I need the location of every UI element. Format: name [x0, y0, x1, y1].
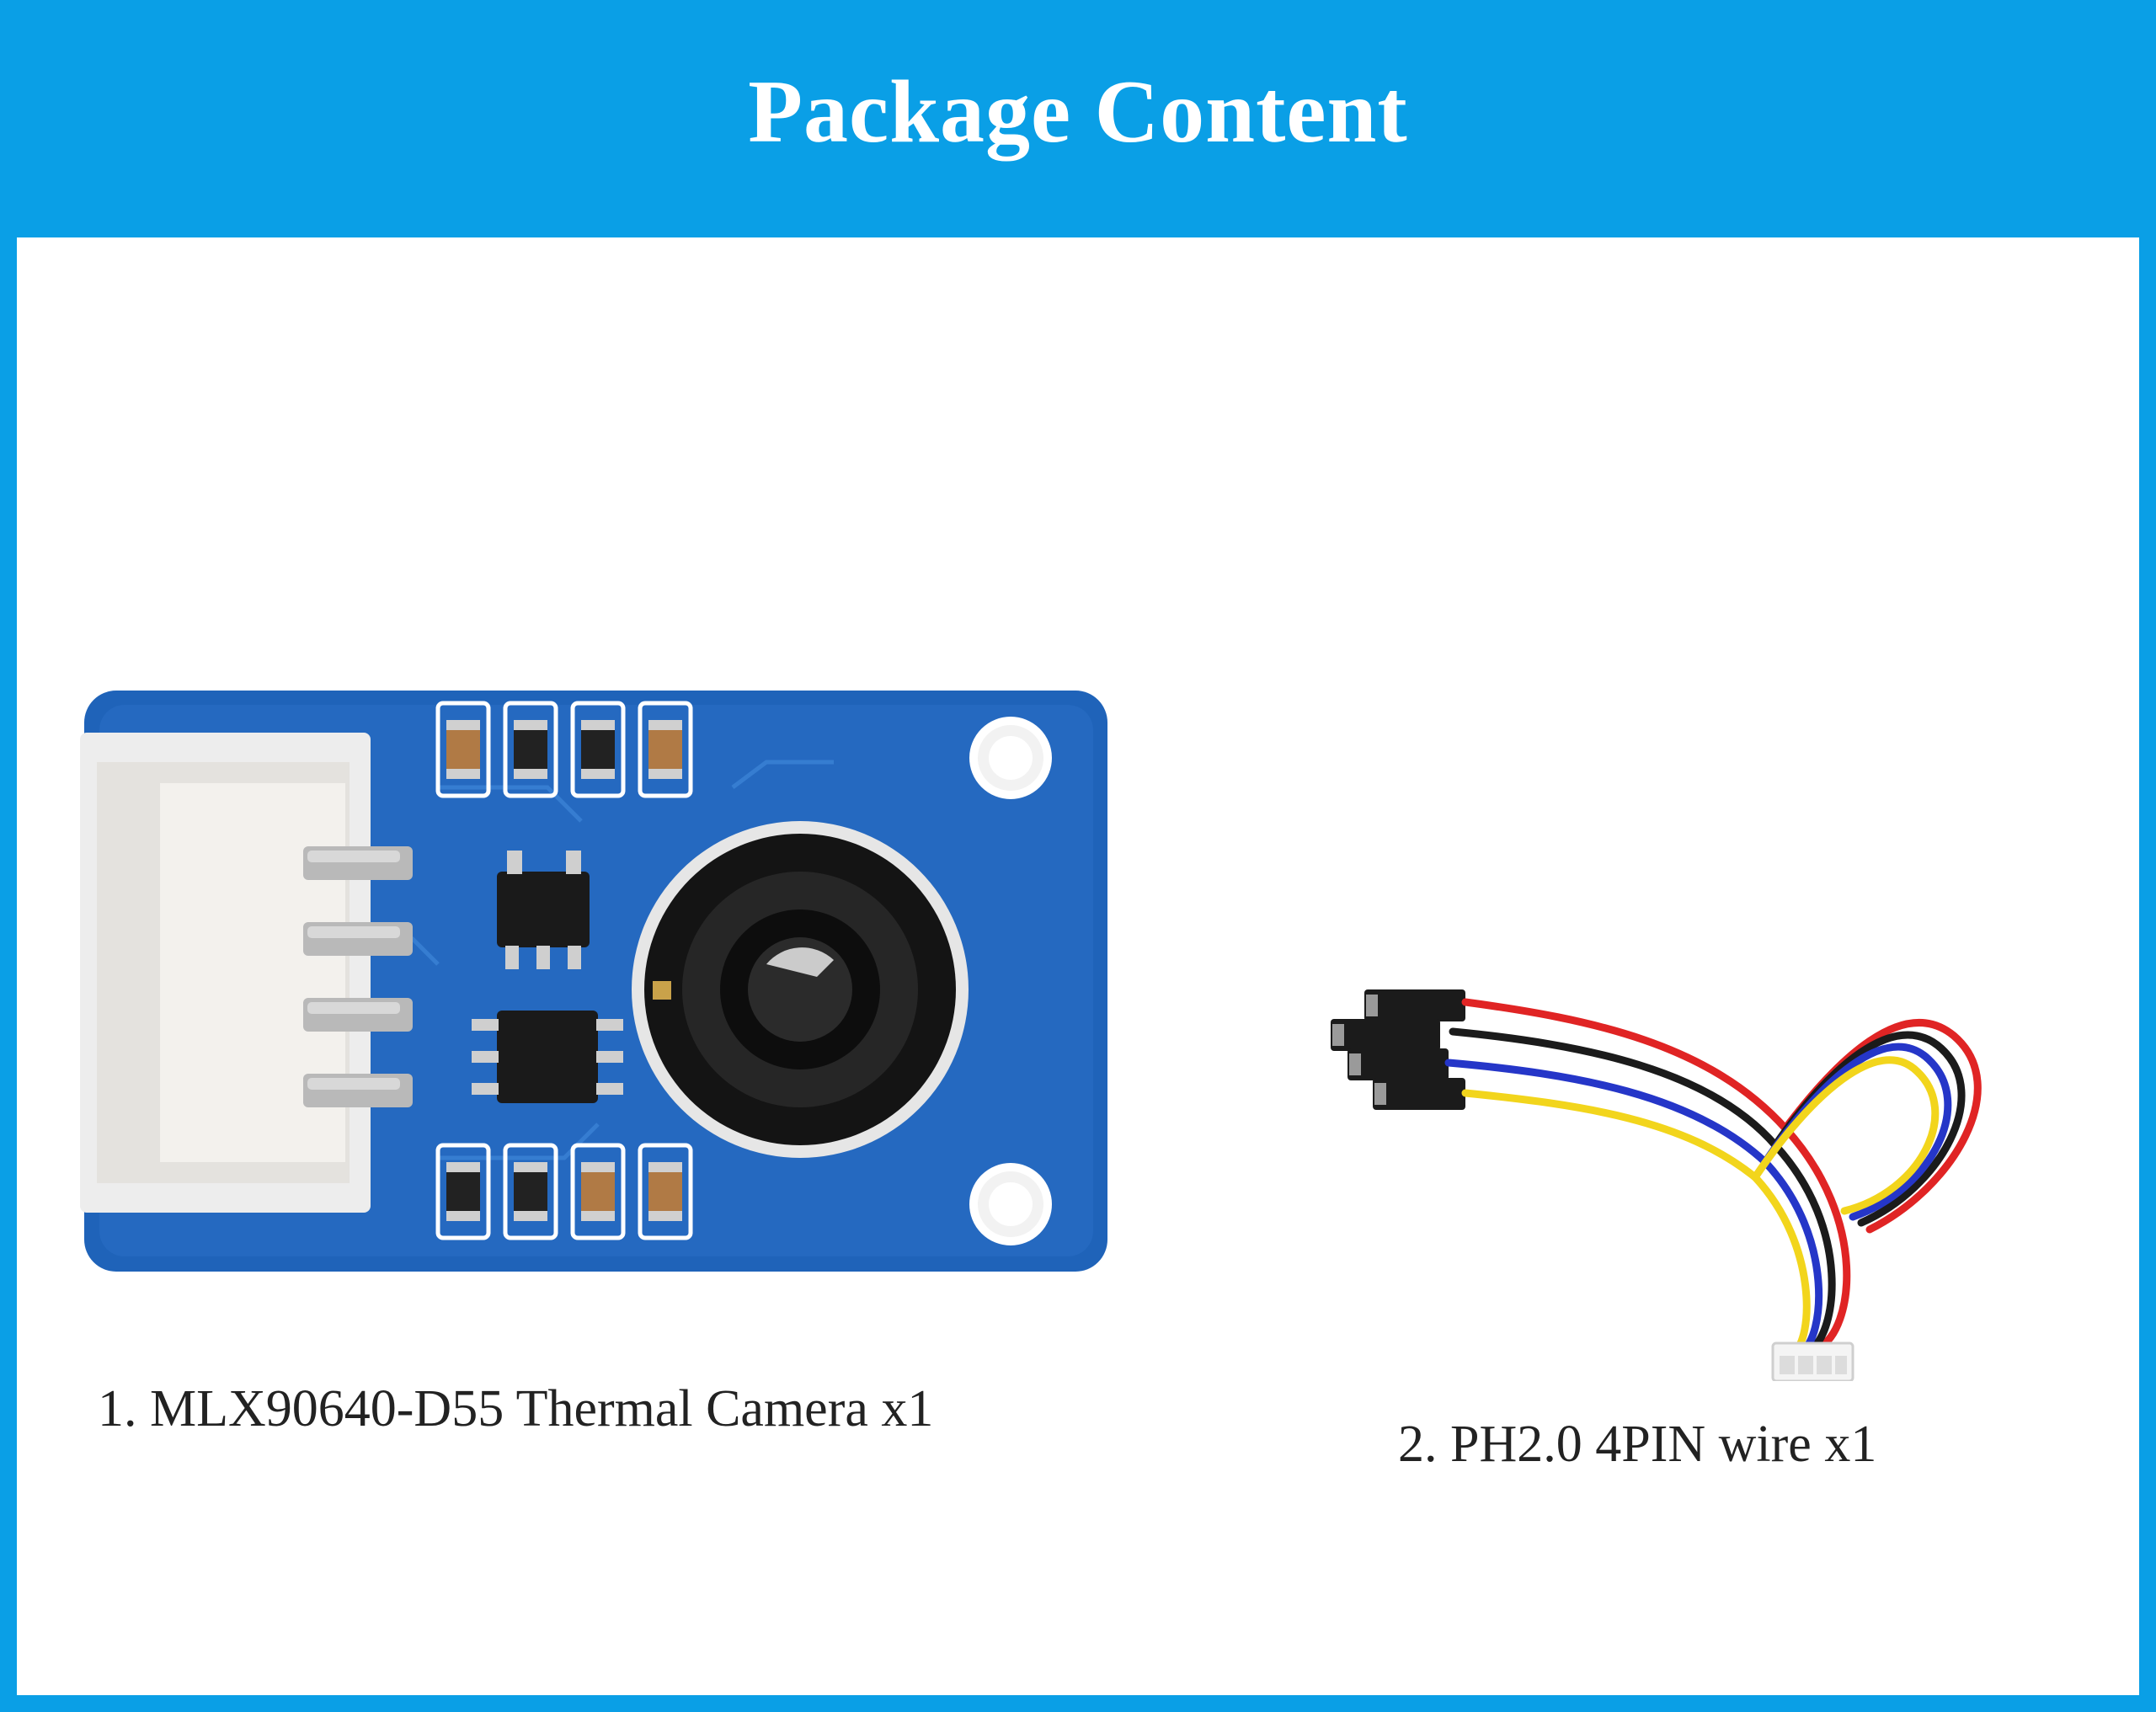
- header-banner: Package Content: [0, 0, 2156, 237]
- dupont-connectors: [1331, 989, 1465, 1110]
- item-caption-wire: 2. PH2.0 4PIN wire x1: [1398, 1416, 1877, 1473]
- thermal-sensor-lens: [632, 821, 969, 1158]
- bottom-components: [435, 1143, 693, 1240]
- ph2-connector: [1771, 1341, 1854, 1381]
- thermal-camera-module-image: [80, 691, 1107, 1272]
- connector-header: [80, 733, 413, 1213]
- ph2-4pin-wire-image: [1331, 989, 1982, 1381]
- ic-chips: [472, 851, 623, 1103]
- top-components: [435, 701, 693, 798]
- item-caption-thermal-camera: 1. MLX90640-D55 Thermal Camera x1: [98, 1380, 934, 1437]
- page-title: Package Content: [748, 62, 1408, 161]
- mounting-holes: [969, 717, 1052, 1245]
- wire-bundle: [1444, 998, 1982, 1357]
